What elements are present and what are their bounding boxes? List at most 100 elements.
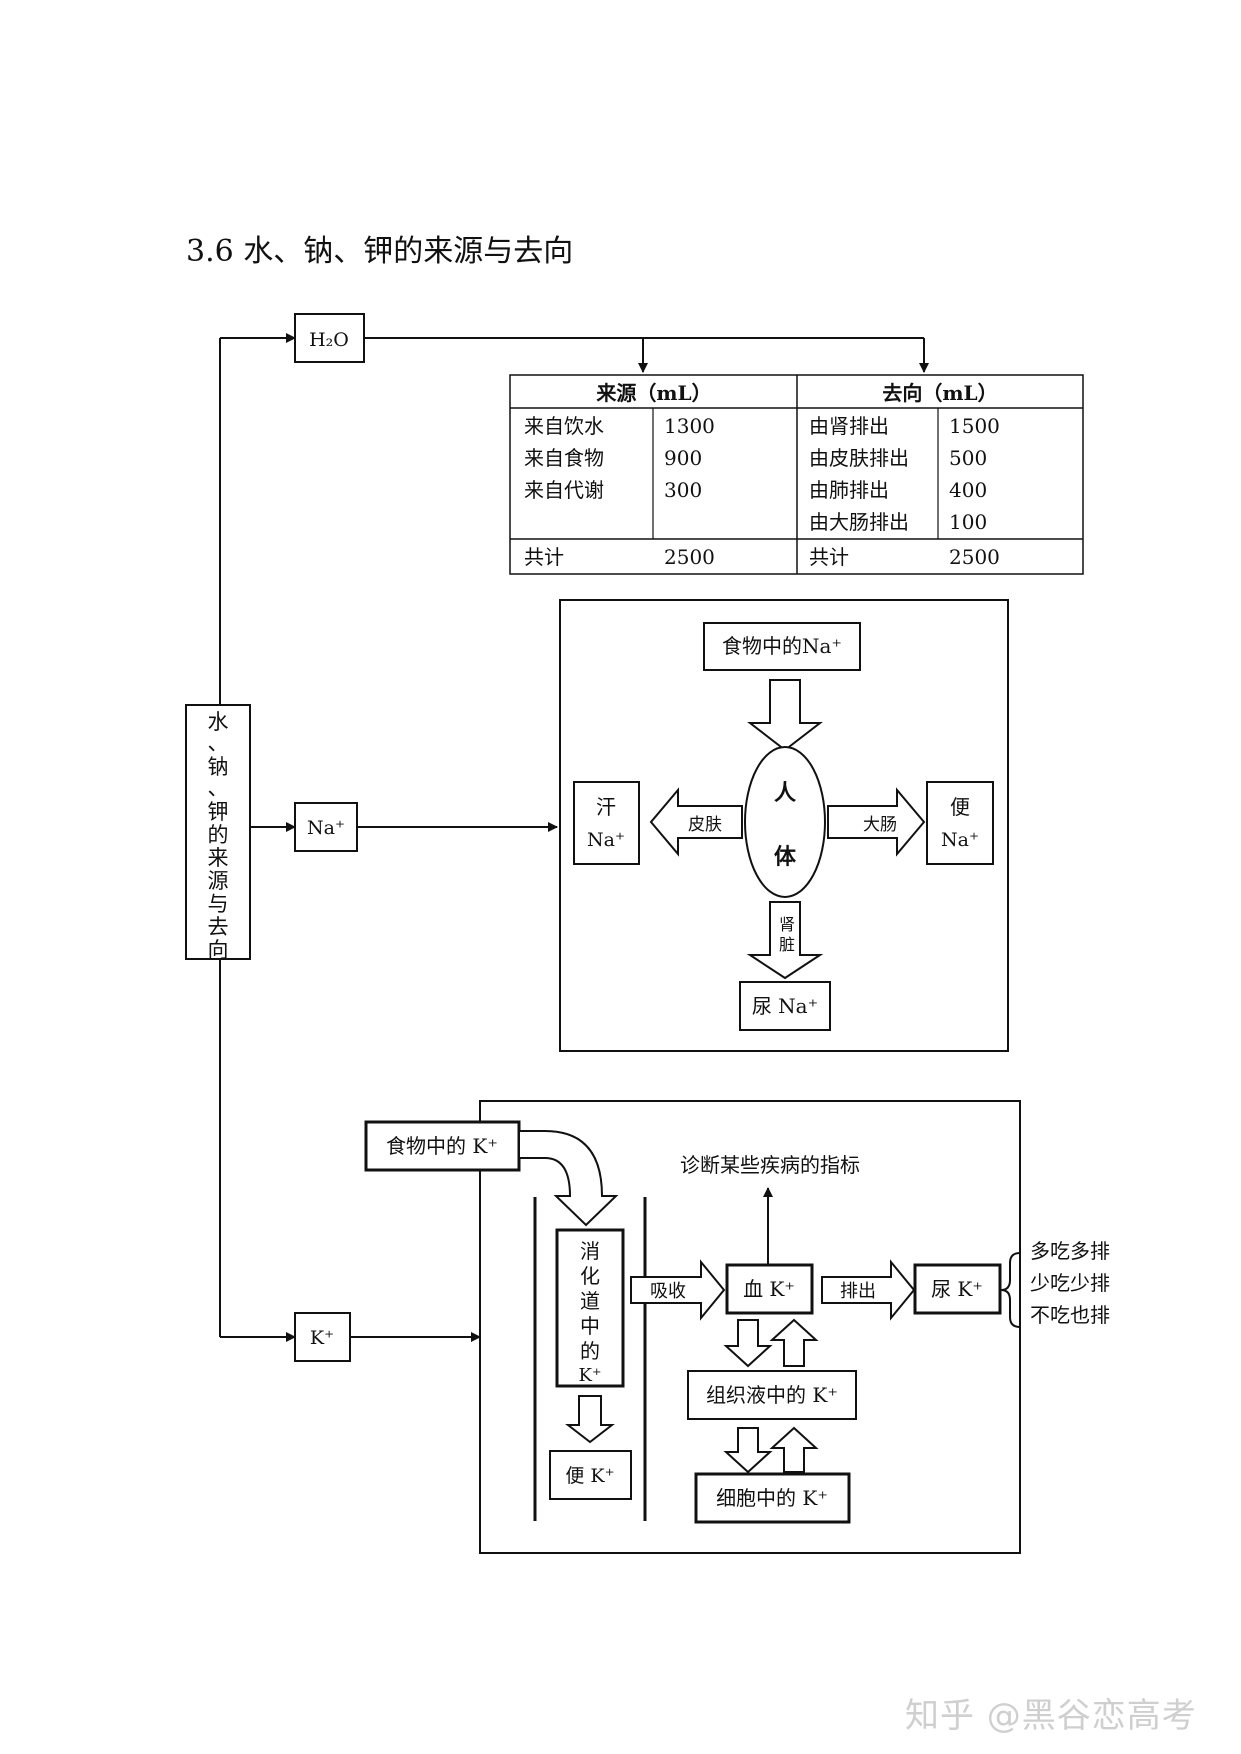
tissue-to-blood-arrow (769, 1318, 819, 1367)
gut-char: 道 (580, 1289, 600, 1313)
watermark: 知乎 @黑谷恋高考 (905, 1696, 1197, 1736)
source-label: 来自代谢 (524, 478, 604, 502)
skin-label: 皮肤 (688, 815, 722, 835)
kidney-label: 肾 (779, 915, 795, 934)
page-title: 3.6 水、钠、钾的来源与去向 (186, 234, 574, 269)
dest-label: 由大肠排出 (809, 510, 909, 534)
na-feces-label: Na⁺ (941, 829, 979, 851)
kidney-arrow (746, 901, 824, 980)
dest-total-value: 2500 (949, 545, 1000, 569)
rules-brace (1000, 1252, 1021, 1328)
svg-text:水: 水 (208, 710, 229, 734)
gut-char: 中 (580, 1314, 600, 1338)
tissue-box (687, 1370, 857, 1420)
absorb-arrow (630, 1259, 726, 1321)
kidney-label: 脏 (779, 935, 795, 954)
dest-total-label: 共计 (809, 545, 849, 569)
svg-text:与: 与 (208, 892, 229, 916)
cell-box (694, 1472, 851, 1524)
source-value: 1300 (664, 414, 715, 438)
intestine-label: 大肠 (863, 815, 897, 835)
gut-char: 的 (580, 1339, 600, 1363)
svg-text:钠: 钠 (208, 755, 229, 779)
excretion-rules: 多吃多排 少吃少排 不吃也排 (1030, 1239, 1110, 1327)
svg-text:钾: 钾 (208, 800, 229, 824)
tissue-to-cell-arrow (723, 1427, 773, 1474)
k-intake-curve-arrow (518, 1130, 619, 1227)
na-box (294, 802, 358, 852)
dest-header: 去向（mL） (882, 381, 997, 405)
gut-char: 消 (580, 1239, 600, 1263)
cell-label: 细胞中的 K⁺ (716, 1486, 828, 1510)
water-table: 来源（mL） 去向（mL） 来自饮水 1300 来自食物 900 来自代谢 30… (509, 374, 1084, 575)
dest-value: 100 (949, 510, 987, 534)
dest-label: 由肾排出 (809, 414, 889, 438)
source-value: 900 (664, 446, 702, 470)
body-char: 体 (774, 844, 797, 870)
sweat-label: 汗 (596, 795, 616, 819)
sodium-panel: 食物中的Na⁺ 人 体 皮肤 汗 Na⁺ 大肠 便 Na⁺ 肾 脏 尿 Na⁺ (559, 599, 1009, 1052)
na-intake-arrow (747, 679, 823, 752)
svg-text:的: 的 (208, 823, 229, 847)
k-urine-box (913, 1263, 1002, 1315)
dest-value: 400 (949, 478, 987, 502)
tissue-label: 组织液中的 K⁺ (706, 1383, 838, 1407)
skin-arrow (649, 787, 743, 857)
source-label: 来自饮水 (524, 414, 604, 438)
rule-text: 不吃也排 (1030, 1303, 1110, 1327)
svg-text:来: 来 (208, 846, 229, 870)
k-urine-label: 尿 K⁺ (931, 1277, 983, 1301)
excrete-label: 排出 (840, 1281, 876, 1302)
sweat-label: Na⁺ (587, 829, 625, 851)
svg-text:去: 去 (208, 915, 229, 939)
h2o-label: H₂O (309, 329, 349, 351)
gut-char: K⁺ (579, 1365, 602, 1386)
k-box (294, 1312, 351, 1362)
rule-text: 多吃多排 (1030, 1239, 1110, 1263)
excrete-arrow (821, 1259, 916, 1321)
root-label: 水 、 钠 、 钾 的 来 源 与 去 向 (208, 710, 229, 962)
intestine-arrow (827, 787, 926, 857)
na-urine-label: 尿 Na⁺ (752, 994, 818, 1018)
gut-down-arrow (565, 1395, 615, 1444)
na-feces-box (926, 781, 994, 865)
h2o-box (294, 313, 365, 363)
blood-box (725, 1263, 814, 1315)
rule-text: 少吃少排 (1030, 1271, 1110, 1295)
na-label: Na⁺ (307, 817, 345, 839)
dest-label: 由肺排出 (809, 478, 889, 502)
k-food-box (364, 1120, 521, 1172)
source-value: 300 (664, 478, 702, 502)
na-urine-box (739, 981, 831, 1031)
body-ellipse (744, 746, 826, 898)
na-food-box (703, 622, 861, 671)
dest-value: 1500 (949, 414, 1000, 438)
source-label: 来自食物 (524, 446, 604, 470)
body-char: 人 (774, 780, 796, 806)
k-feces-label: 便 K⁺ (565, 1465, 614, 1487)
k-feces-box (549, 1450, 632, 1500)
cell-to-tissue-arrow (769, 1426, 819, 1473)
dest-value: 500 (949, 446, 987, 470)
gut-char: 化 (580, 1264, 600, 1288)
k-label: K⁺ (310, 1327, 334, 1349)
source-total-value: 2500 (664, 545, 715, 569)
svg-text:、: 、 (208, 776, 229, 800)
k-food-label: 食物中的 K⁺ (386, 1134, 498, 1158)
dest-label: 由皮肤排出 (809, 446, 909, 470)
source-header: 来源（mL） (595, 381, 711, 405)
na-food-label: 食物中的Na⁺ (722, 634, 842, 658)
blood-label: 血 K⁺ (743, 1277, 795, 1301)
indicator-label: 诊断某些疾病的指标 (680, 1153, 860, 1177)
blood-to-tissue-arrow (723, 1319, 773, 1368)
svg-text:、: 、 (208, 731, 229, 755)
root-box (185, 704, 251, 960)
na-feces-label: 便 (950, 795, 970, 819)
source-total-label: 共计 (524, 545, 564, 569)
svg-text:源: 源 (208, 869, 229, 893)
absorb-label: 吸收 (650, 1281, 686, 1302)
sweat-box (573, 781, 640, 865)
svg-text:向: 向 (208, 938, 229, 962)
gut-box (555, 1228, 625, 1388)
